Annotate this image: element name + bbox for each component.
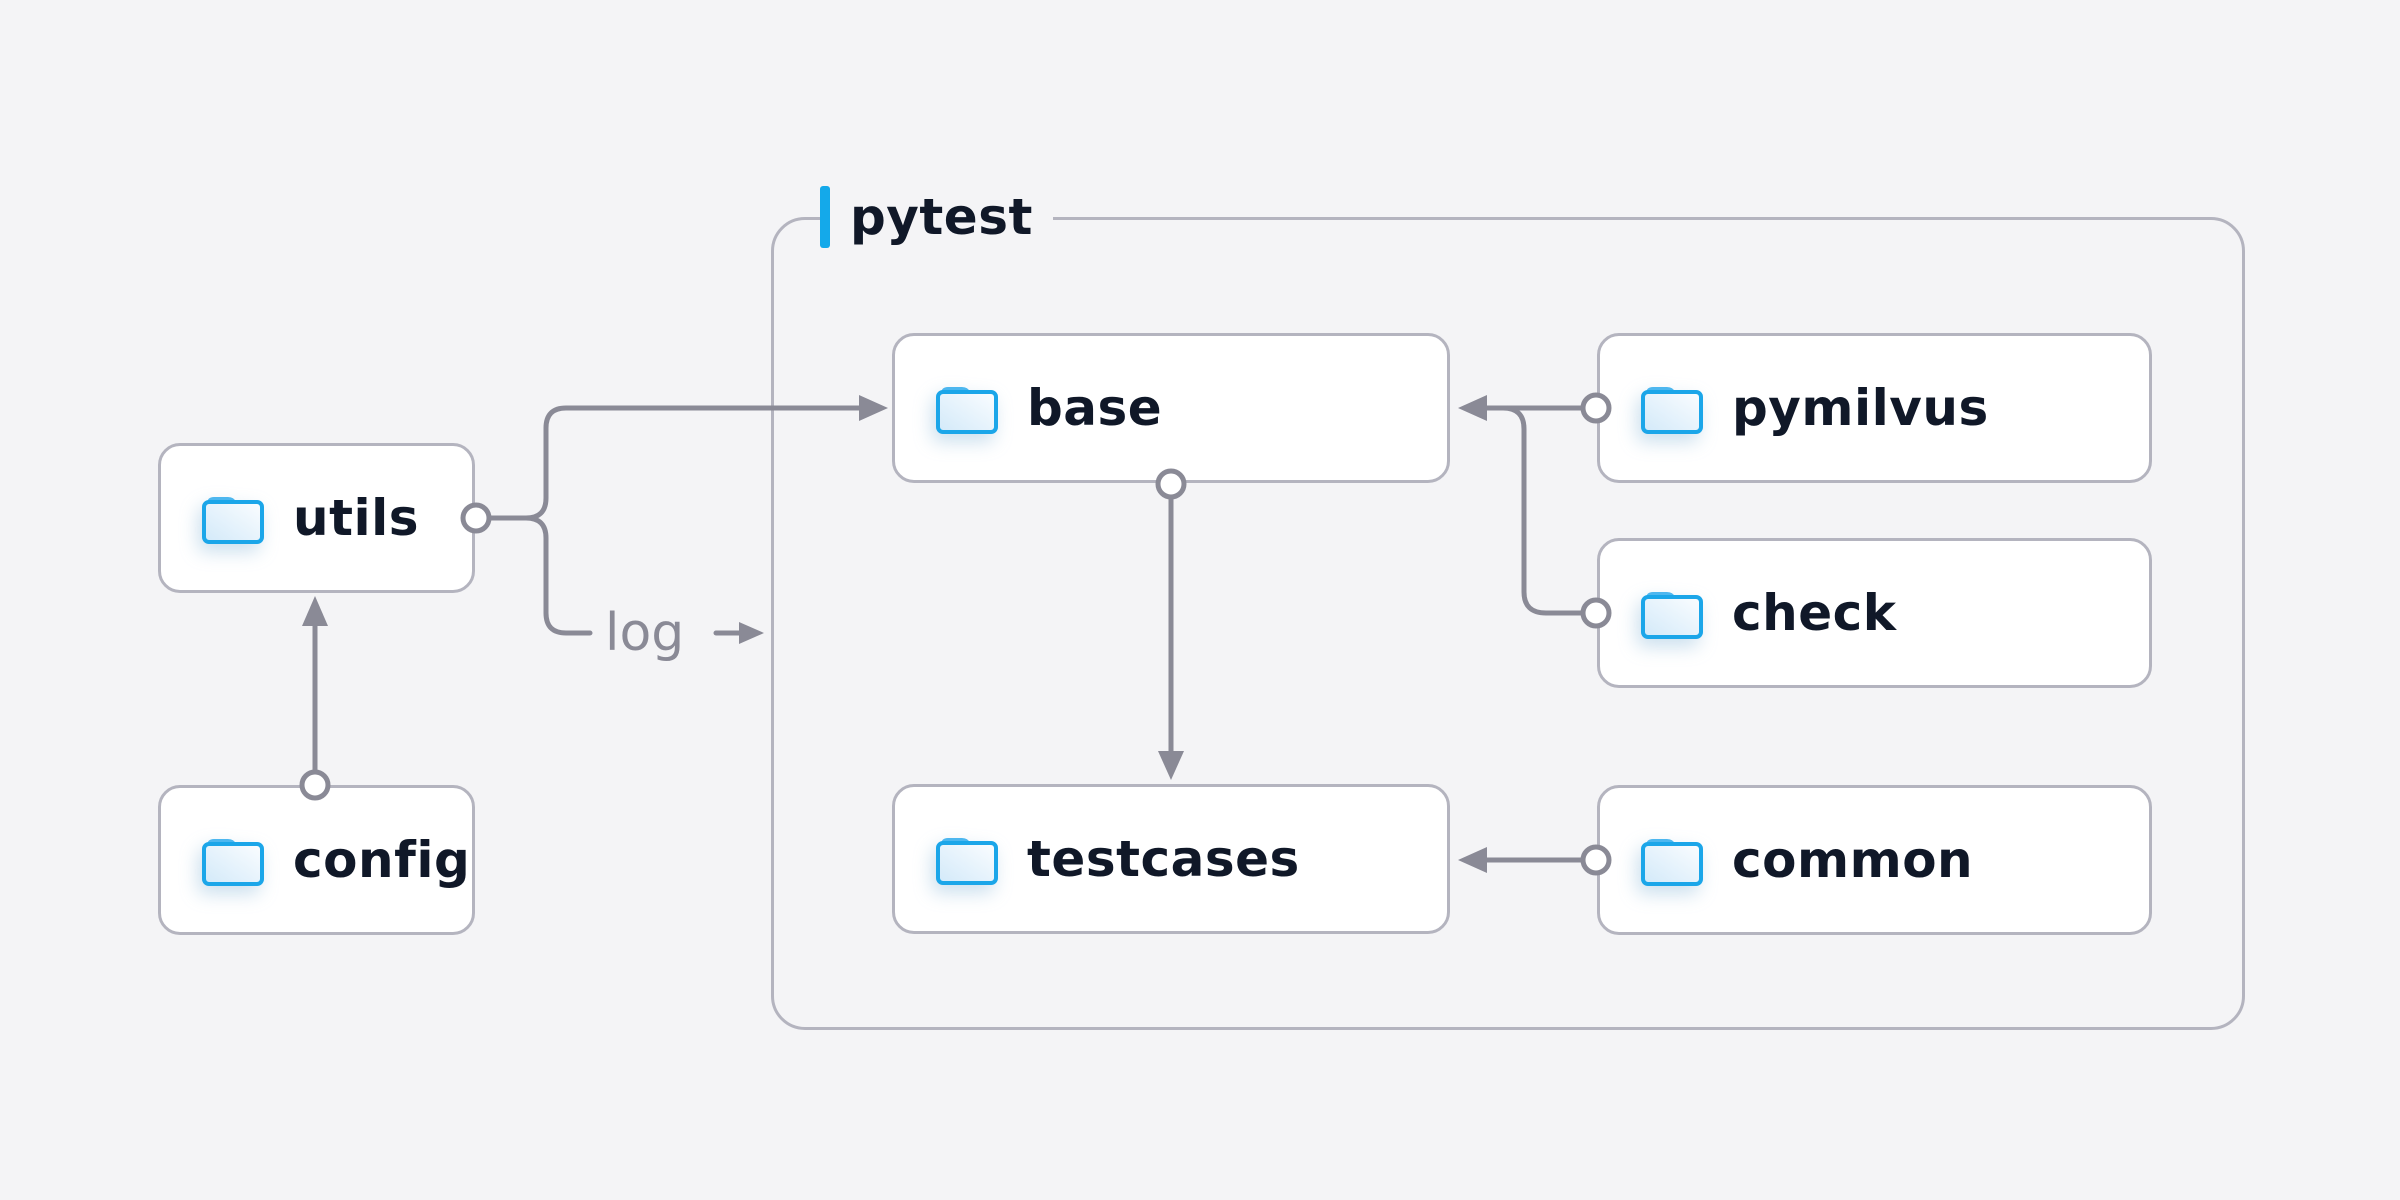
node-label: utils: [293, 489, 420, 547]
edge-config-to-utils: [299, 596, 331, 801]
node-base: base: [892, 333, 1450, 483]
folder-icon: [1641, 592, 1703, 639]
folder-icon: [936, 387, 998, 434]
arrowhead-up: [302, 596, 328, 626]
folder-icon: [202, 497, 264, 544]
edge-line: [487, 515, 593, 636]
folder-icon: [936, 838, 998, 885]
pytest-group-label: pytest: [820, 185, 1053, 249]
node-label: testcases: [1027, 830, 1300, 888]
node-label: check: [1732, 584, 1897, 642]
node-pymilvus: pymilvus: [1597, 333, 2152, 483]
folder-icon: [1641, 387, 1703, 434]
node-label: pymilvus: [1732, 379, 1989, 437]
node-label: base: [1027, 379, 1163, 437]
pytest-group-container: [771, 217, 2245, 1030]
edge-label-log: log: [605, 603, 685, 663]
folder-icon: [1641, 839, 1703, 886]
folder-icon: [202, 839, 264, 886]
node-label: config: [293, 831, 471, 889]
node-utils: utils: [158, 443, 475, 593]
node-testcases: testcases: [892, 784, 1450, 934]
accent-bar: [820, 186, 830, 248]
node-label: common: [1732, 831, 1974, 889]
group-title: pytest: [850, 188, 1033, 246]
node-check: check: [1597, 538, 2152, 688]
node-config: config: [158, 785, 475, 935]
node-common: common: [1597, 785, 2152, 935]
arrowhead-right-small: [739, 622, 764, 644]
